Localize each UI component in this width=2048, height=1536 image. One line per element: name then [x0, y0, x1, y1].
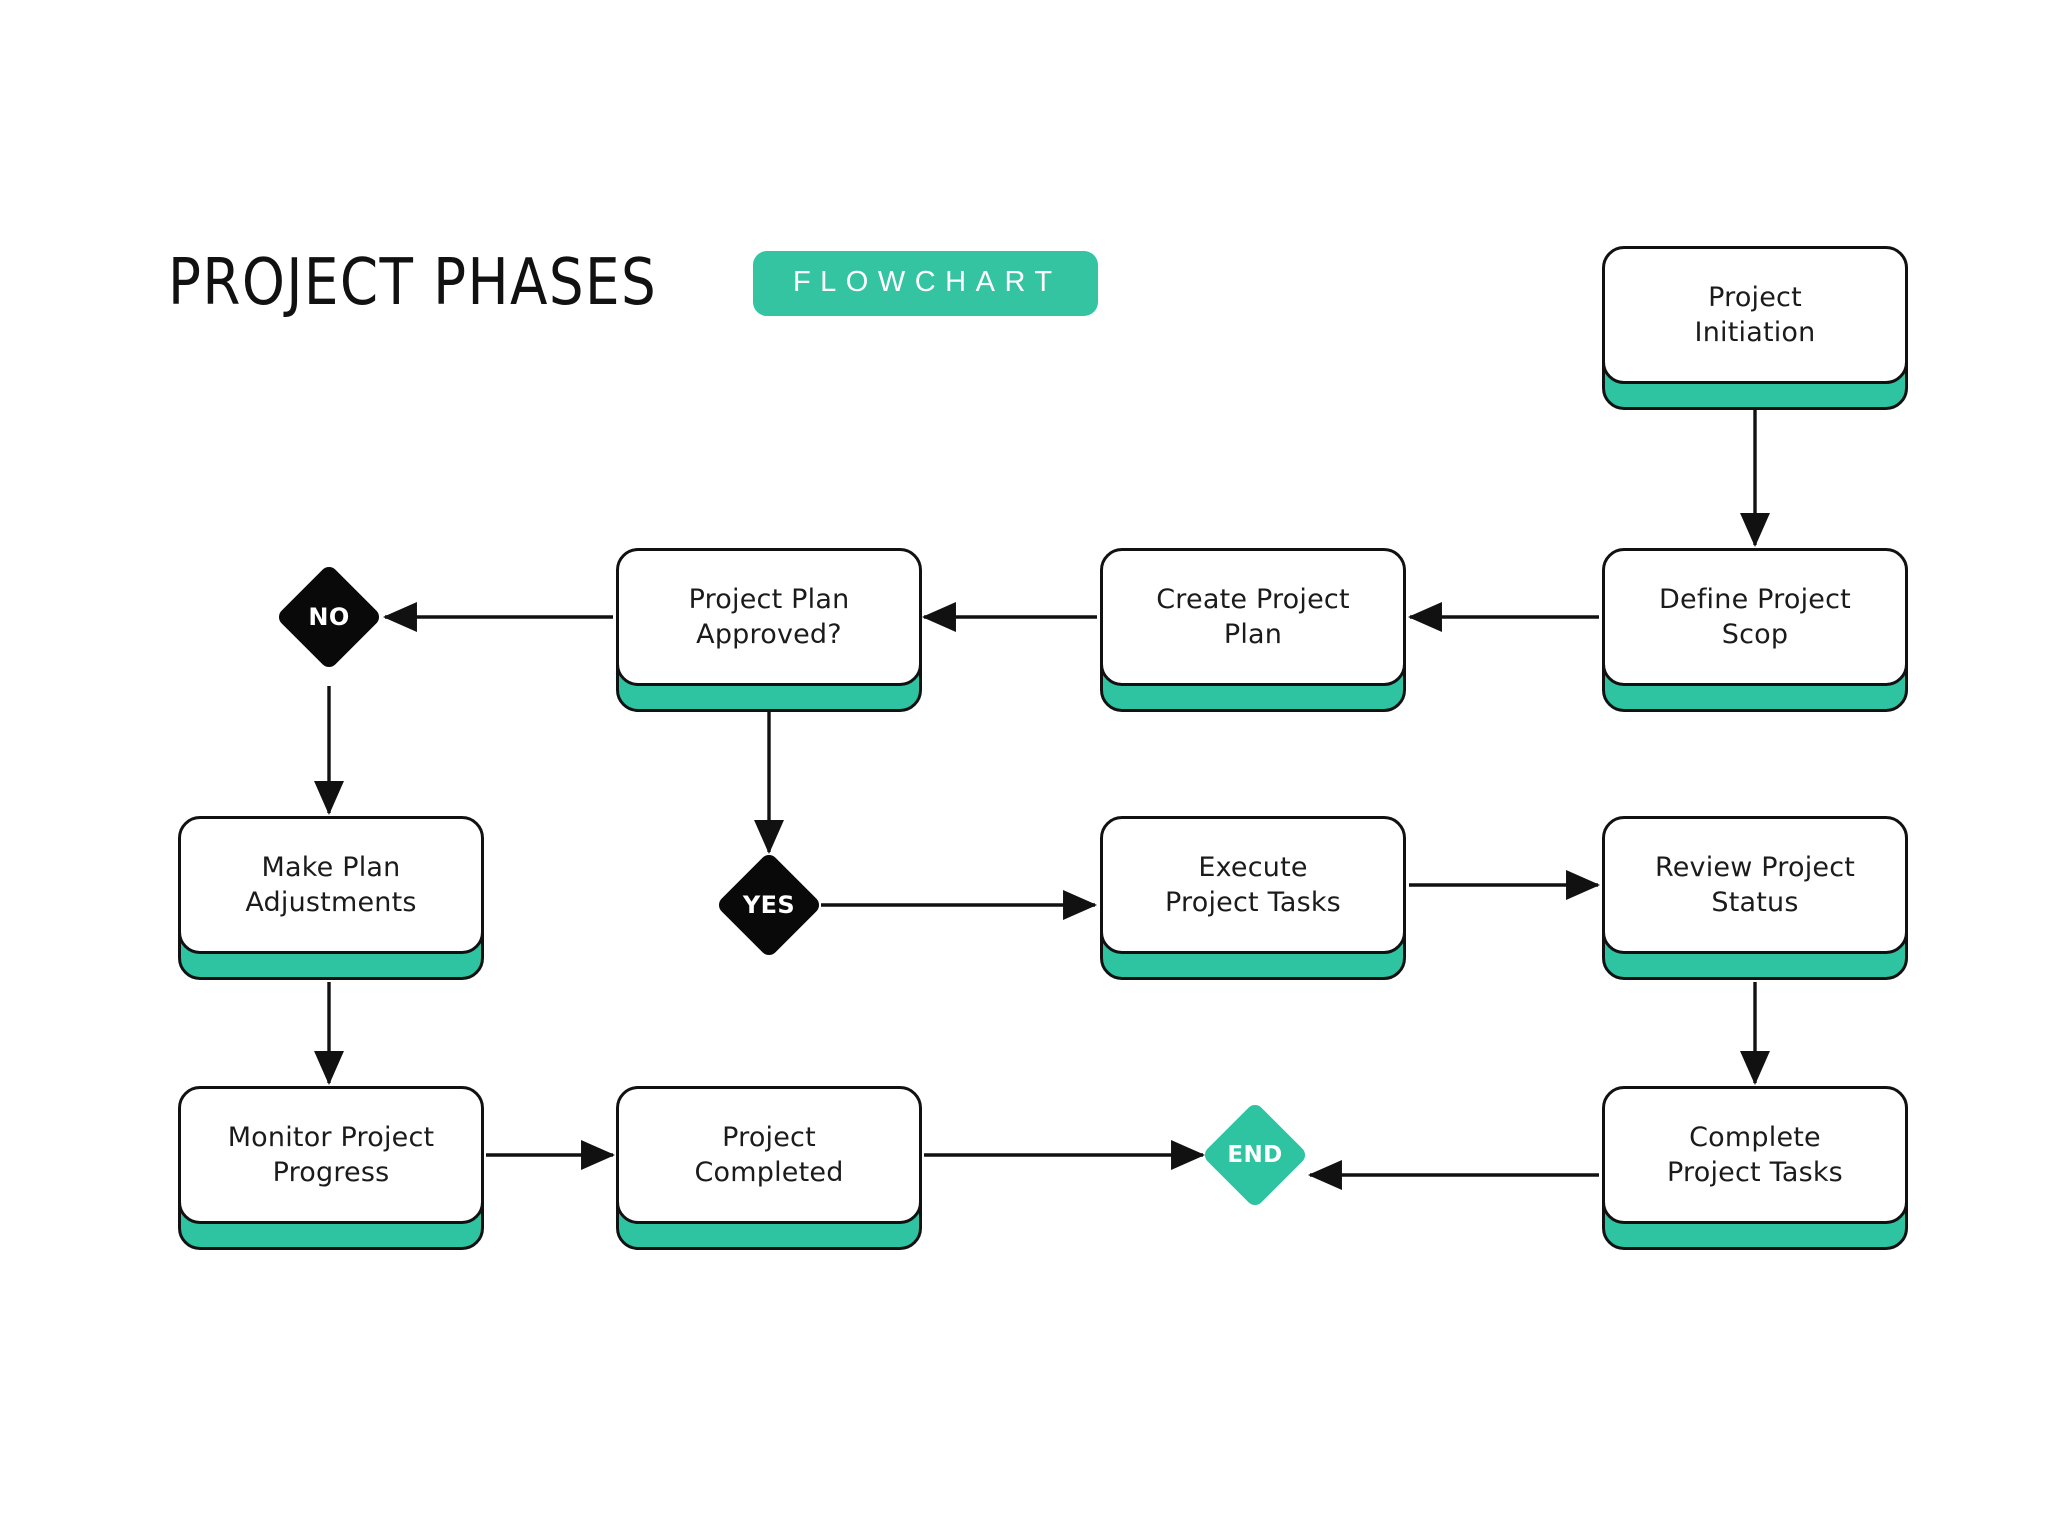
node-label: Execute Project Tasks — [1165, 851, 1341, 918]
node-face: Complete Project Tasks — [1602, 1086, 1908, 1224]
page-title: PROJECT PHASES — [168, 246, 658, 320]
node-project-completed[interactable]: Project Completed — [616, 1086, 922, 1250]
decision-no[interactable]: NO — [275, 563, 383, 671]
decision-label: YES — [742, 891, 796, 919]
node-project-plan-approved[interactable]: Project Plan Approved? — [616, 548, 922, 712]
node-label: Complete Project Tasks — [1667, 1121, 1843, 1188]
decision-yes[interactable]: YES — [715, 851, 823, 959]
node-label: Project Initiation — [1694, 281, 1816, 348]
node-face: Create Project Plan — [1100, 548, 1406, 686]
node-label: Monitor Project Progress — [227, 1121, 435, 1188]
node-face: Project Plan Approved? — [616, 548, 922, 686]
node-face: Define Project Scop — [1602, 548, 1908, 686]
node-define-project-scop[interactable]: Define Project Scop — [1602, 548, 1908, 712]
node-make-plan-adjustments[interactable]: Make Plan Adjustments — [178, 816, 484, 980]
node-face: Project Initiation — [1602, 246, 1908, 384]
decision-end[interactable]: END — [1201, 1101, 1309, 1209]
node-face: Execute Project Tasks — [1100, 816, 1406, 954]
node-review-project-status[interactable]: Review Project Status — [1602, 816, 1908, 980]
node-label: Project Plan Approved? — [688, 583, 850, 650]
node-complete-project-tasks[interactable]: Complete Project Tasks — [1602, 1086, 1908, 1250]
node-label: Make Plan Adjustments — [245, 851, 417, 918]
header: PROJECT PHASES FLOWCHART — [168, 238, 1098, 328]
node-label: Define Project Scop — [1659, 583, 1851, 650]
node-label: Review Project Status — [1654, 851, 1856, 918]
node-label: Project Completed — [694, 1121, 844, 1188]
decision-label: END — [1227, 1141, 1283, 1168]
node-execute-project-tasks[interactable]: Execute Project Tasks — [1100, 816, 1406, 980]
node-create-project-plan[interactable]: Create Project Plan — [1100, 548, 1406, 712]
node-face: Monitor Project Progress — [178, 1086, 484, 1224]
node-face: Review Project Status — [1602, 816, 1908, 954]
node-face: Project Completed — [616, 1086, 922, 1224]
flowchart-badge: FLOWCHART — [752, 250, 1098, 316]
decision-label: NO — [308, 603, 350, 631]
node-face: Make Plan Adjustments — [178, 816, 484, 954]
node-label: Create Project Plan — [1156, 583, 1350, 650]
node-project-initiation[interactable]: Project Initiation — [1602, 246, 1908, 410]
node-monitor-project-progress[interactable]: Monitor Project Progress — [178, 1086, 484, 1250]
